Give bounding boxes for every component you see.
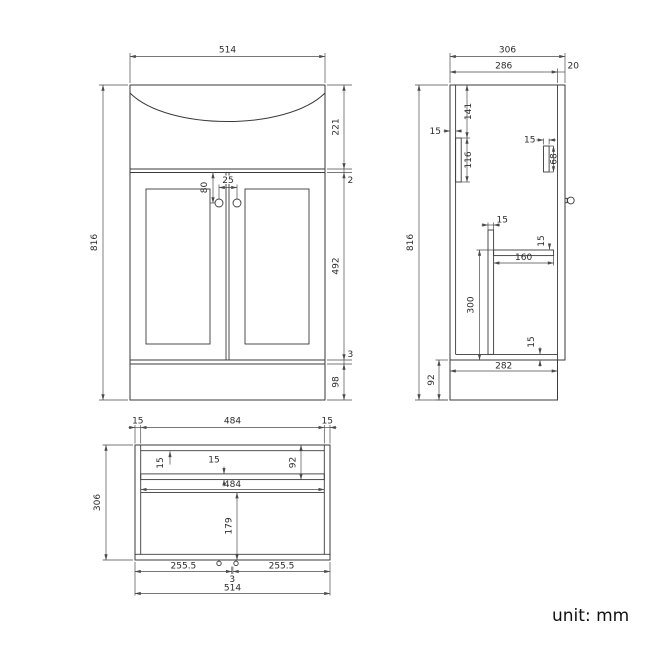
back-rail — [455, 137, 462, 183]
front-rail — [543, 145, 550, 173]
dim-shelf-thickness: 15 — [537, 235, 547, 246]
dim-front-overall-width: 514 — [219, 46, 236, 56]
dim-plan-overall-width: 514 — [224, 584, 241, 594]
dim-inner-width-top: 484 — [224, 417, 241, 427]
dim-back-rail-depth: 92 — [289, 457, 299, 468]
dim-shelf-to-base: 300 — [467, 296, 477, 313]
plan-right-knob — [233, 560, 239, 567]
dim-base-depth: 282 — [495, 362, 512, 372]
dim-counter-gap: 2 — [348, 176, 354, 186]
dim-inner-width: 484 — [224, 480, 241, 490]
dim-front-clear-depth: 179 — [225, 517, 235, 534]
plan-view: 15 484 15 306 15 15 92 484 179 — [93, 417, 337, 596]
dim-shelf-depth: 160 — [515, 253, 532, 263]
right-knob — [232, 198, 242, 208]
dim-side-plinth-height: 92 — [427, 374, 437, 385]
dim-partition-thickness: 15 — [497, 216, 508, 226]
side-dimensions: 306 286 20 816 141 116 15 — [406, 46, 579, 401]
dim-base-panel-thickness: 15 — [527, 336, 537, 347]
front-view: 514 816 221 2 492 3 98 80 — [90, 46, 353, 401]
dim-front-rail-height: 68 — [550, 153, 560, 165]
dim-carcass-depth: 286 — [495, 62, 512, 72]
dim-handle-spacing: 25 — [222, 176, 233, 186]
side-outline — [449, 84, 575, 401]
right-door-panel — [244, 188, 310, 345]
dim-side-overall-depth: 306 — [499, 46, 516, 56]
dim-basin-section-height: 221 — [332, 118, 342, 135]
plan-back-rail — [140, 473, 325, 481]
dim-handle-drop: 80 — [200, 182, 210, 194]
dim-door-gap: 3 — [229, 575, 235, 585]
side-view: 306 286 20 816 141 116 15 — [406, 46, 579, 401]
dim-front-overall-height: 816 — [90, 234, 100, 251]
dim-plan-back-rail-thickness: 15 — [208, 456, 219, 466]
front-outline — [129, 84, 326, 401]
dim-right-door-width: 255.5 — [269, 562, 295, 572]
dim-top-to-rail: 141 — [464, 103, 474, 120]
dim-front-rail-thickness: 15 — [524, 136, 535, 146]
dim-back-rail-height: 116 — [464, 151, 474, 168]
dim-side-overall-height: 816 — [406, 234, 416, 251]
front-doors — [145, 172, 310, 360]
plan-outline — [134, 444, 331, 567]
left-knob — [214, 198, 224, 208]
knob-stem-side — [564, 197, 568, 204]
dim-left-wall-thickness: 15 — [132, 417, 143, 427]
basin-curve — [129, 92, 326, 122]
unit-label: unit: mm — [552, 606, 629, 626]
dim-door-height: 492 — [332, 257, 342, 274]
dim-plinth-height: 98 — [332, 376, 342, 388]
dim-plan-back-panel-thickness: 15 — [156, 457, 166, 468]
partition — [487, 229, 495, 355]
dim-left-door-width: 255.5 — [171, 562, 197, 572]
plan-left-knob — [216, 560, 222, 567]
left-door-panel — [145, 188, 211, 345]
shelf — [493, 249, 555, 257]
knob-side — [566, 196, 575, 205]
dim-back-panel-thickness: 15 — [430, 127, 441, 137]
dim-right-wall-thickness: 15 — [321, 417, 332, 427]
dim-plan-overall-depth: 306 — [93, 494, 103, 511]
dim-bottom-gap: 3 — [348, 350, 354, 360]
front-dimensions: 514 816 221 2 492 3 98 80 — [90, 46, 353, 401]
plan-dimensions: 15 484 15 306 15 15 92 484 179 — [93, 417, 337, 596]
dim-door-thickness: 20 — [568, 62, 580, 72]
